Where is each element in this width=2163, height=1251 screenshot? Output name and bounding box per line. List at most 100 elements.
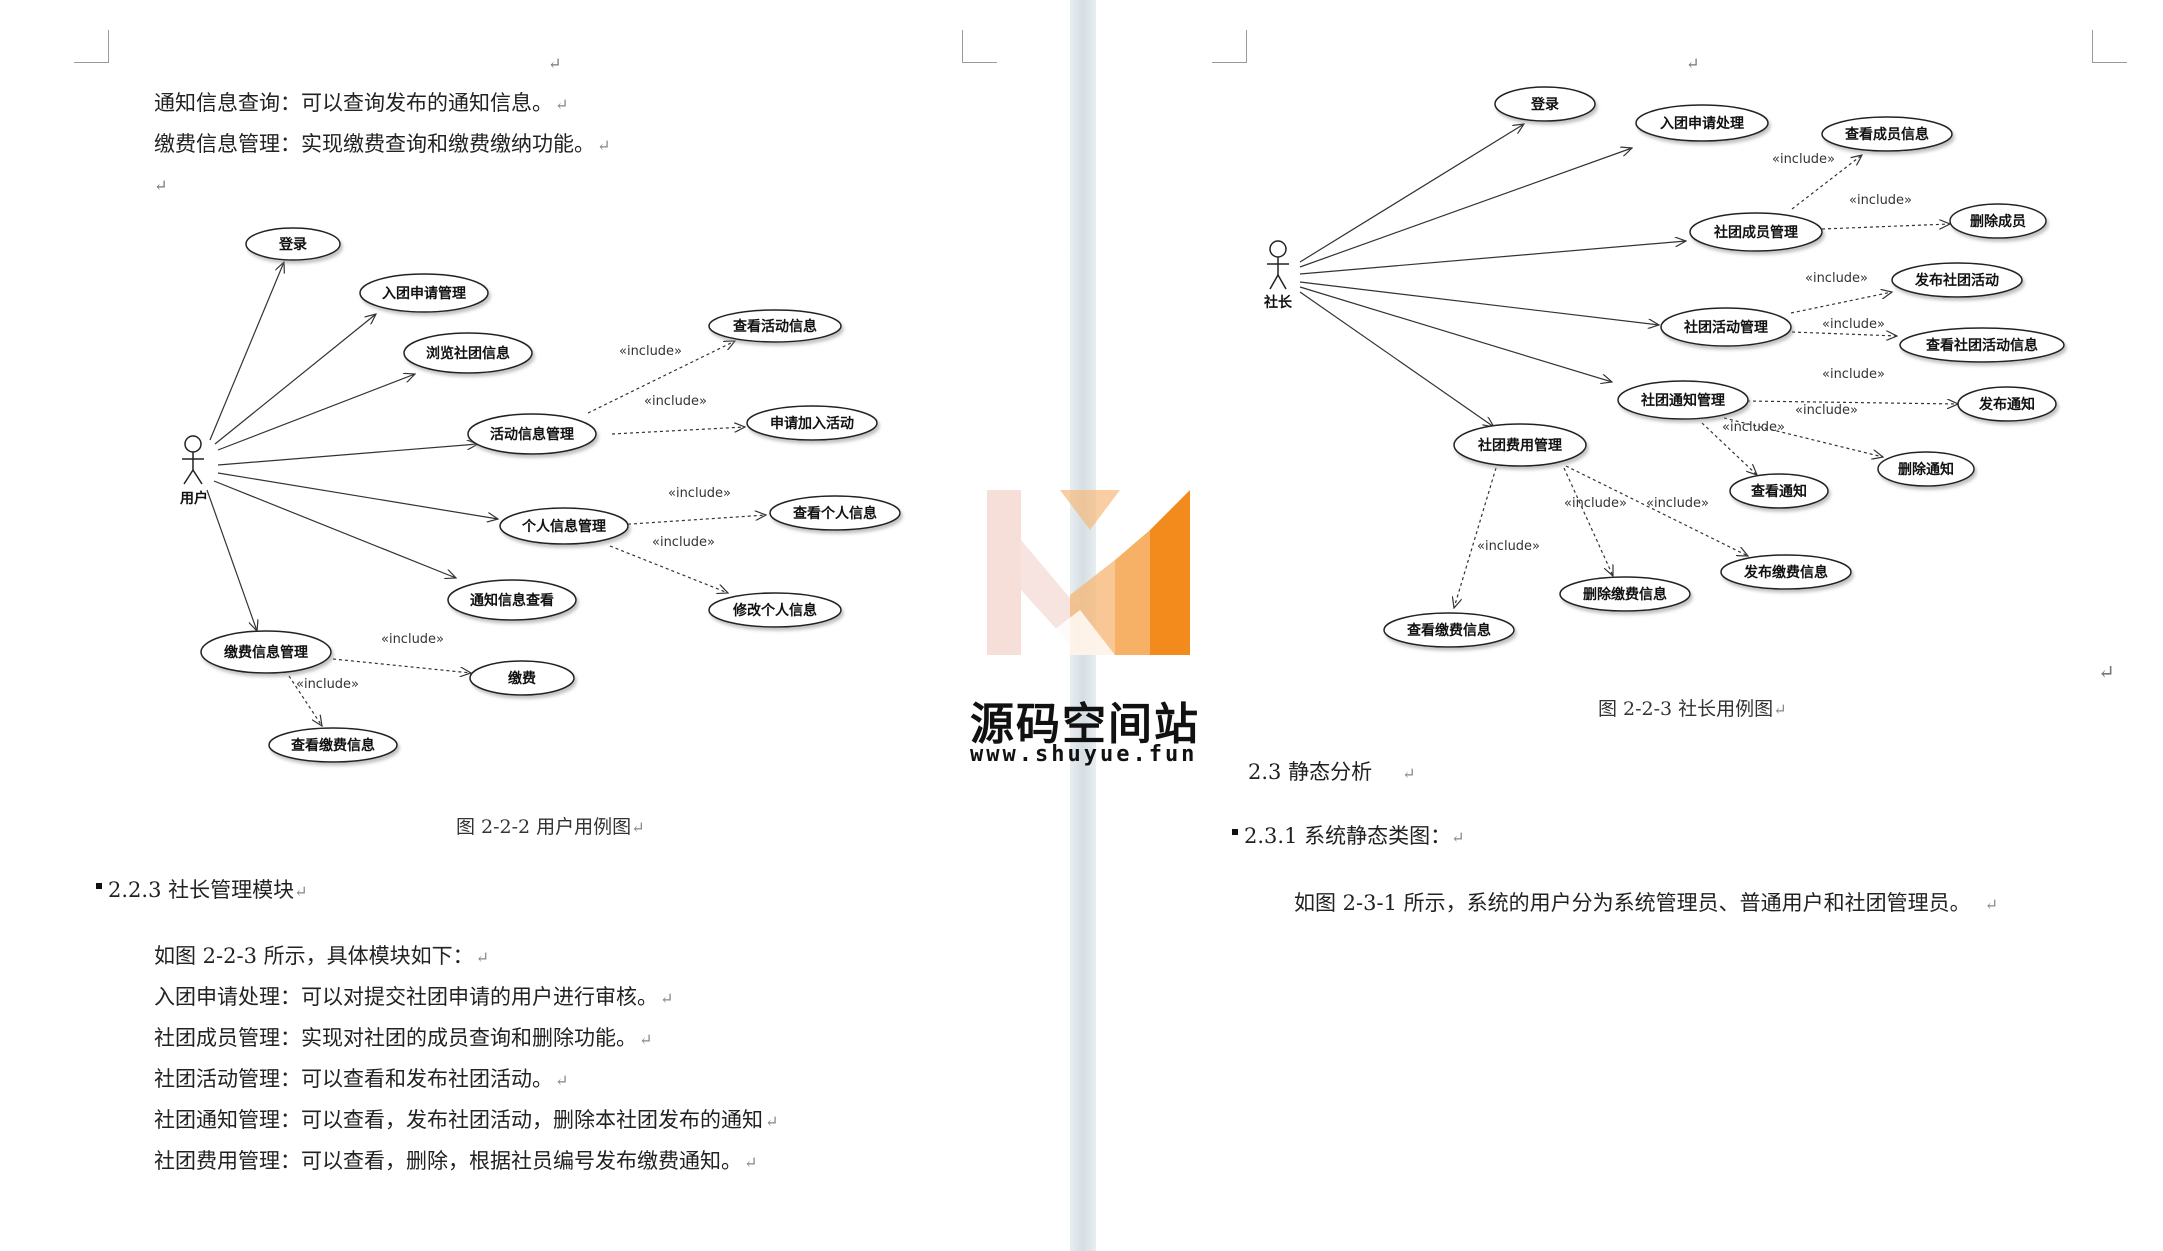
use-case-join-process — [1635, 104, 1769, 142]
text-line: 缴费信息管理：实现缴费查询和缴费缴纳功能。↵ — [154, 132, 611, 156]
use-case-view-personal — [769, 495, 901, 531]
use-case-label: 登录 — [278, 236, 307, 253]
include-label: «include» — [652, 535, 715, 550]
use-case-login — [245, 227, 341, 261]
use-case-label: 社团活动管理 — [1683, 319, 1768, 336]
text-line: 社团活动管理：可以查看和发布社团活动。↵ — [154, 1067, 569, 1091]
use-case-label: 发布社团活动 — [1914, 272, 1999, 289]
use-case-label: 发布通知 — [1978, 396, 2035, 413]
president-use-case-diagram: 社长 «include» «include» «include» «includ… — [1263, 86, 2065, 648]
sub-heading: 2.3.1 系统静态类图：↵ — [1232, 826, 1465, 847]
use-case-label: 删除通知 — [1898, 461, 1954, 478]
text-line: 社团费用管理：可以查看，删除，根据社员编号发布缴费通知。↵ — [154, 1149, 758, 1173]
use-case-view-activity — [708, 309, 842, 343]
use-case-activity-mgmt — [467, 413, 597, 455]
include-label: «include» — [668, 486, 731, 501]
use-case-publish-notice — [1957, 386, 2057, 422]
text-line: 入团申请处理：可以对提交社团申请的用户进行审核。↵ — [154, 985, 674, 1009]
use-case-label: 修改个人信息 — [732, 602, 817, 619]
use-case-view-fee — [1383, 612, 1515, 648]
use-case-view-fee — [268, 727, 398, 763]
watermark-url: www.shuyue.fun — [970, 742, 1198, 767]
use-case-label: 入团申请处理 — [1660, 115, 1744, 132]
use-case-label: 个人信息管理 — [521, 518, 606, 535]
use-case-notice-query — [447, 579, 577, 621]
section-heading: 2.2.3 社长管理模块↵ — [96, 880, 308, 901]
actor-label-president: 社长 — [1263, 294, 1293, 311]
use-case-label: 删除成员 — [1970, 213, 2026, 230]
crop-mark-top-right — [962, 30, 997, 63]
include-label: «include» — [1849, 193, 1912, 208]
text-line: 社团通知管理：可以查看，发布社团活动，删除本社团发布的通知↵ — [154, 1108, 779, 1132]
figure-caption: 图 2-2-3 社长用例图↵ — [1598, 698, 1787, 720]
use-case-label: 删除缴费信息 — [1583, 586, 1667, 603]
crop-mark-top-right — [2092, 30, 2127, 63]
include-label: «include» — [296, 677, 359, 692]
use-case-delete-notice — [1877, 451, 1975, 487]
use-case-label: 浏览社团信息 — [426, 345, 510, 362]
use-case-label: 查看通知 — [1751, 483, 1807, 500]
use-case-apply-activity — [746, 405, 878, 441]
left-page: ↵ 通知信息查询：可以查询发布的通知信息。↵ 缴费信息管理：实现缴费查询和缴费缴… — [0, 0, 1070, 1251]
paragraph-mark: ↵ — [154, 176, 168, 195]
use-case-join-apply — [359, 273, 489, 313]
use-case-fee-mgmt — [1453, 423, 1587, 467]
text-line: 如图 2-2-3 所示，具体模块如下：↵ — [154, 944, 490, 968]
include-label: «include» — [381, 632, 444, 647]
use-case-label: 查看活动信息 — [733, 318, 817, 335]
heading-bullet — [96, 882, 102, 889]
include-label: «include» — [644, 394, 707, 409]
include-label: «include» — [1822, 317, 1885, 332]
actor-label-user: 用户 — [180, 490, 208, 507]
include-label: «include» — [1646, 496, 1709, 511]
include-label: «include» — [1795, 403, 1858, 418]
use-case-fee-mgmt — [200, 630, 332, 674]
user-actor-icon — [182, 435, 204, 485]
paragraph-mark: ↵ — [548, 54, 562, 73]
use-case-label: 查看社团活动信息 — [1926, 337, 2038, 354]
use-case-personal-mgmt — [499, 507, 629, 545]
figure-caption: 图 2-2-2 用户用例图↵ — [456, 816, 645, 838]
use-case-view-member — [1821, 116, 1953, 152]
president-actor-icon — [1267, 240, 1289, 290]
include-label: «include» — [1822, 367, 1885, 382]
watermark-logo-icon — [987, 490, 1190, 655]
section-heading: 2.3 静态分析↵ — [1248, 760, 1416, 784]
use-case-label: 缴费 — [508, 670, 536, 687]
watermark-title: 源码空间站 — [970, 699, 1200, 750]
use-case-label: 通知信息查看 — [470, 592, 554, 609]
text-line: 通知信息查询：可以查询发布的通知信息。↵ — [154, 91, 569, 115]
use-case-delete-fee — [1559, 576, 1691, 612]
use-case-publish-fee — [1720, 554, 1852, 590]
use-case-label: 登录 — [1530, 96, 1559, 113]
heading-bullet — [1232, 828, 1238, 835]
use-case-member-mgmt — [1689, 212, 1823, 252]
use-case-view-notice — [1729, 473, 1829, 509]
text-line: 社团成员管理：实现对社团的成员查询和删除功能。↵ — [154, 1026, 653, 1050]
use-case-activity-mgmt — [1660, 307, 1792, 347]
use-case-publish-activity — [1891, 262, 2023, 298]
use-case-label: 查看成员信息 — [1845, 126, 1929, 143]
paragraph-mark: ↵ — [1686, 54, 1700, 73]
use-case-label: 查看缴费信息 — [1407, 622, 1491, 639]
crop-mark-top-left — [1212, 30, 1247, 63]
use-case-edit-personal — [708, 592, 842, 628]
use-case-delete-member — [1949, 203, 2047, 239]
use-case-label: 查看个人信息 — [793, 505, 877, 522]
include-label: «include» — [619, 344, 682, 359]
include-label: «include» — [1722, 420, 1785, 435]
include-label: «include» — [1805, 271, 1868, 286]
use-case-browse-club — [403, 332, 533, 374]
use-case-label: 申请加入活动 — [770, 415, 854, 432]
include-label: «include» — [1477, 539, 1540, 554]
use-case-notice-mgmt — [1617, 380, 1749, 420]
use-case-login — [1494, 86, 1596, 122]
user-use-case-diagram: 用户 «include» «include» «include» «includ… — [180, 227, 901, 763]
paragraph-mark: ↵ — [2098, 660, 2115, 684]
use-case-label: 社团费用管理 — [1477, 437, 1562, 454]
include-label: «include» — [1564, 496, 1627, 511]
use-case-label: 缴费信息管理 — [224, 644, 308, 661]
use-case-label: 发布缴费信息 — [1743, 564, 1828, 581]
text-line: 如图 2-3-1 所示，系统的用户分为系统管理员、普通用户和社团管理员。↵ — [1294, 891, 1999, 915]
use-case-label: 社团通知管理 — [1640, 392, 1725, 409]
